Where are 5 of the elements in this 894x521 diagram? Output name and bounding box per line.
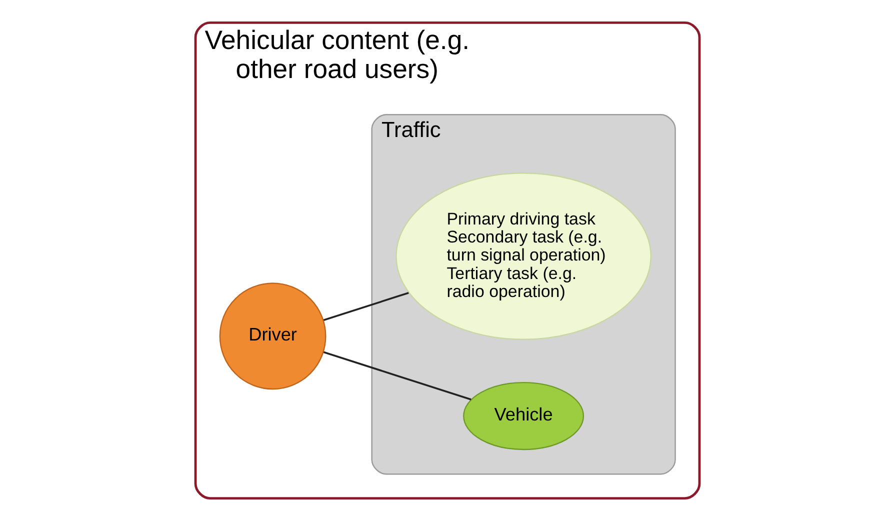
node-circle: Driver (218, 282, 326, 390)
connector (322, 351, 471, 400)
node-ellipse: Vehicle (462, 382, 584, 450)
connector (322, 292, 408, 322)
node-ellipse: Primary driving task Secondary task (e.g. turn signal operation) Tertiary task (e.g. radio operation) (395, 172, 651, 340)
